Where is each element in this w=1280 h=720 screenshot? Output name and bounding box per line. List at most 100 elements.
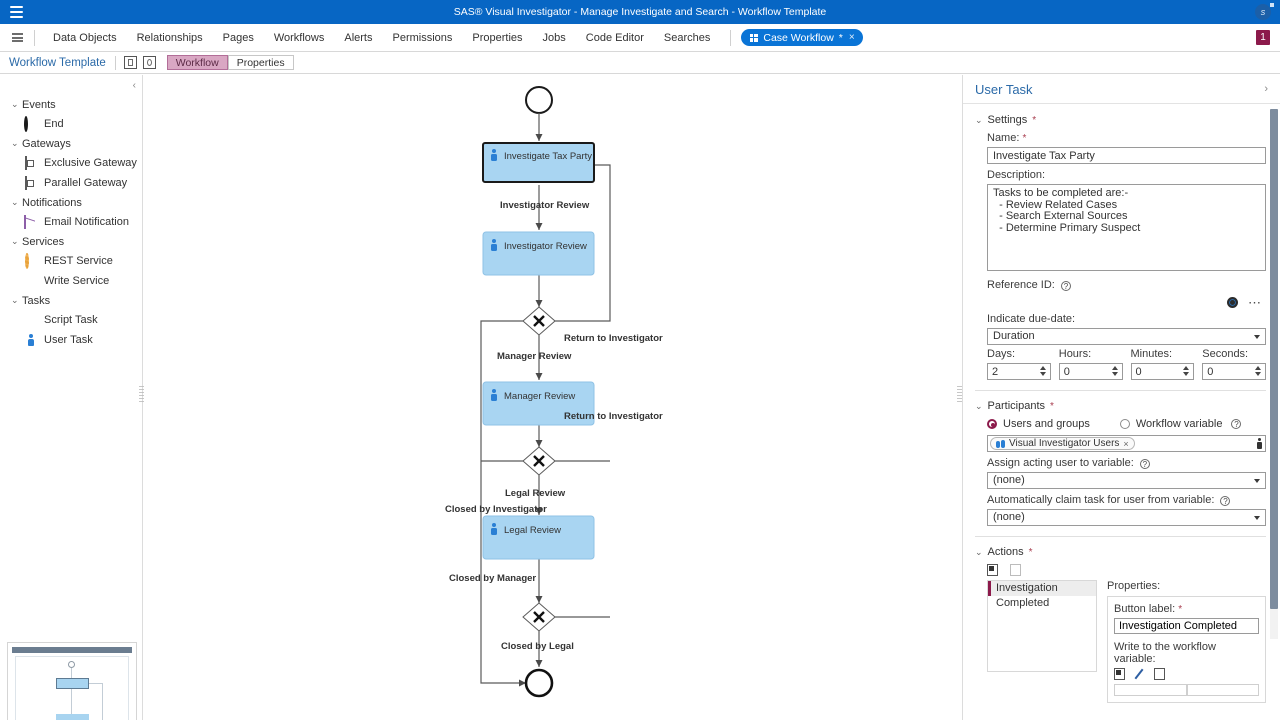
stepper-arrows-icon[interactable] xyxy=(1183,366,1190,376)
palette-item-exclusive-gateway[interactable]: Exclusive Gateway xyxy=(0,153,142,173)
canvas-minimap[interactable] xyxy=(7,642,137,720)
info-icon[interactable]: ? xyxy=(1060,281,1071,291)
nav-item-searches[interactable]: Searches xyxy=(663,31,711,44)
tab-properties[interactable]: Properties xyxy=(227,55,294,70)
add-variable-icon[interactable] xyxy=(1114,668,1125,680)
task-node-investigator-review xyxy=(482,231,595,276)
scrollbar-thumb[interactable] xyxy=(1270,109,1278,609)
hours-stepper[interactable]: 0 xyxy=(1058,363,1123,380)
actions-list[interactable]: Investigation Completed xyxy=(987,580,1097,672)
validate-icon[interactable] xyxy=(142,56,156,69)
palette-item-write-service[interactable]: Write Service xyxy=(0,271,142,291)
delete-action-icon[interactable] xyxy=(1010,564,1021,576)
palette-item-script-task[interactable]: Script Task xyxy=(0,310,142,330)
canvas-splitter[interactable] xyxy=(957,386,962,404)
palette-item-parallel-gateway[interactable]: Parallel Gateway xyxy=(0,173,142,193)
nav-item-jobs[interactable]: Jobs xyxy=(542,31,566,44)
palette-group-services[interactable]: ⌄ Services xyxy=(0,232,142,251)
info-icon[interactable]: ? xyxy=(1139,459,1150,469)
nav-grip-icon[interactable] xyxy=(0,33,34,42)
nav-item-data-objects[interactable]: Data Objects xyxy=(53,31,117,44)
duration-minutes: Minutes: 0 xyxy=(1130,348,1195,380)
participant-token[interactable]: Visual Investigator Users × xyxy=(990,437,1135,450)
stepper-arrows-icon[interactable] xyxy=(1111,366,1118,376)
minimap-scroll-handle[interactable] xyxy=(12,647,132,653)
open-tab-case-workflow[interactable]: Case Workflow * × xyxy=(741,29,863,46)
name-input[interactable] xyxy=(987,147,1266,164)
properties-panel: User Task › ⌄ Settings * Name: * Descrip… xyxy=(962,75,1280,720)
participants-token-field[interactable]: Visual Investigator Users × xyxy=(987,435,1266,452)
properties-scrollbar[interactable] xyxy=(1270,109,1278,639)
tab-workflow[interactable]: Workflow xyxy=(166,55,228,70)
section-settings[interactable]: ⌄ Settings * xyxy=(975,114,1266,126)
pen-icon xyxy=(24,275,37,288)
palette-group-tasks[interactable]: ⌄ Tasks xyxy=(0,291,142,310)
hamburger-icon[interactable] xyxy=(10,6,23,18)
nav-item-workflows[interactable]: Workflows xyxy=(273,31,325,44)
nav-item-relationships[interactable]: Relationships xyxy=(136,31,203,44)
gear-icon[interactable] xyxy=(1227,297,1238,308)
list-item[interactable]: Investigation Completed xyxy=(988,581,1096,609)
avatar[interactable]: s xyxy=(1255,4,1271,20)
description-textarea[interactable]: Tasks to be completed are:- - Review Rel… xyxy=(987,184,1266,271)
assign-variable-label: Assign acting user to variable: ? xyxy=(987,457,1266,469)
palette-collapse-icon[interactable]: ‹ xyxy=(132,80,136,91)
palette-splitter[interactable] xyxy=(139,386,144,404)
palette-group-notifications[interactable]: ⌄ Notifications xyxy=(0,193,142,212)
info-icon[interactable]: ? xyxy=(1220,496,1231,506)
palette-item-label: Parallel Gateway xyxy=(44,177,128,189)
save-icon[interactable] xyxy=(123,56,137,69)
palette-sidebar: ‹ ⌄ Events End ⌄ Gateways Exclusive Gate… xyxy=(0,75,143,720)
assign-variable-select[interactable]: (none) xyxy=(987,472,1266,489)
notification-badge[interactable]: 1 xyxy=(1256,30,1270,45)
palette-item-rest-service[interactable]: REST Service xyxy=(0,251,142,271)
nav-item-code-editor[interactable]: Code Editor xyxy=(585,31,644,44)
assign-variable-label-text: Assign acting user to variable: xyxy=(987,457,1134,469)
palette-group-gateways[interactable]: ⌄ Gateways xyxy=(0,134,142,153)
participant-token-label: Visual Investigator Users xyxy=(1009,438,1120,449)
nav-item-pages[interactable]: Pages xyxy=(222,31,254,44)
stepper-arrows-icon[interactable] xyxy=(1255,366,1261,376)
radio-workflow-variable-label: Workflow variable xyxy=(1135,418,1223,430)
stepper-arrows-icon[interactable] xyxy=(1039,366,1046,376)
exclusive-gateway-node-2 xyxy=(522,446,556,476)
nav-item-permissions[interactable]: Permissions xyxy=(392,31,453,44)
more-options-icon[interactable]: ⋯ xyxy=(1248,294,1262,310)
edit-variable-icon[interactable] xyxy=(1134,668,1145,680)
radio-workflow-variable[interactable] xyxy=(1119,419,1130,429)
close-icon[interactable]: × xyxy=(848,32,855,43)
autoclaim-variable-select[interactable]: (none) xyxy=(987,509,1266,526)
workflow-canvas[interactable]: Investigate Tax Party Investigator Revie… xyxy=(144,75,960,720)
avatar-status-dot xyxy=(1270,3,1274,7)
palette-item-user-task[interactable]: User Task xyxy=(0,330,142,350)
required-marker: * xyxy=(1022,133,1027,144)
panel-collapse-icon[interactable]: › xyxy=(1264,83,1268,95)
seconds-label: Seconds: xyxy=(1202,348,1249,360)
palette-item-email-notification[interactable]: Email Notification xyxy=(0,212,142,232)
delete-variable-icon[interactable] xyxy=(1154,668,1165,680)
exclusive-gateway-icon xyxy=(24,155,37,170)
button-label-input[interactable] xyxy=(1114,618,1259,634)
palette-group-events[interactable]: ⌄ Events xyxy=(0,95,142,114)
user-group-icon xyxy=(996,439,1005,448)
minutes-stepper[interactable]: 0 xyxy=(1130,363,1195,380)
minimap-edge xyxy=(71,668,72,678)
radio-users-and-groups[interactable] xyxy=(987,419,997,429)
svg-text:Manager Review: Manager Review xyxy=(504,391,575,402)
radio-users-and-groups-label: Users and groups xyxy=(1003,418,1090,430)
nav-item-properties[interactable]: Properties xyxy=(472,31,523,44)
section-participants[interactable]: ⌄ Participants * xyxy=(975,400,1266,412)
autoclaim-variable-value: (none) xyxy=(993,511,1025,523)
palette-item-end[interactable]: End xyxy=(0,114,142,134)
remove-token-icon[interactable]: × xyxy=(1123,438,1129,449)
info-icon[interactable]: ? xyxy=(1231,419,1242,429)
section-actions[interactable]: ⌄ Actions * xyxy=(975,546,1266,558)
seconds-stepper[interactable]: 0 xyxy=(1202,363,1266,380)
user-picker-icon[interactable] xyxy=(1257,438,1262,450)
nav-item-alerts[interactable]: Alerts xyxy=(344,31,373,44)
days-stepper[interactable]: 2 xyxy=(987,363,1051,380)
add-action-icon[interactable] xyxy=(987,564,998,576)
required-marker: * xyxy=(1050,400,1054,412)
due-date-select[interactable]: Duration xyxy=(987,328,1266,345)
minimap-edge xyxy=(71,689,72,714)
